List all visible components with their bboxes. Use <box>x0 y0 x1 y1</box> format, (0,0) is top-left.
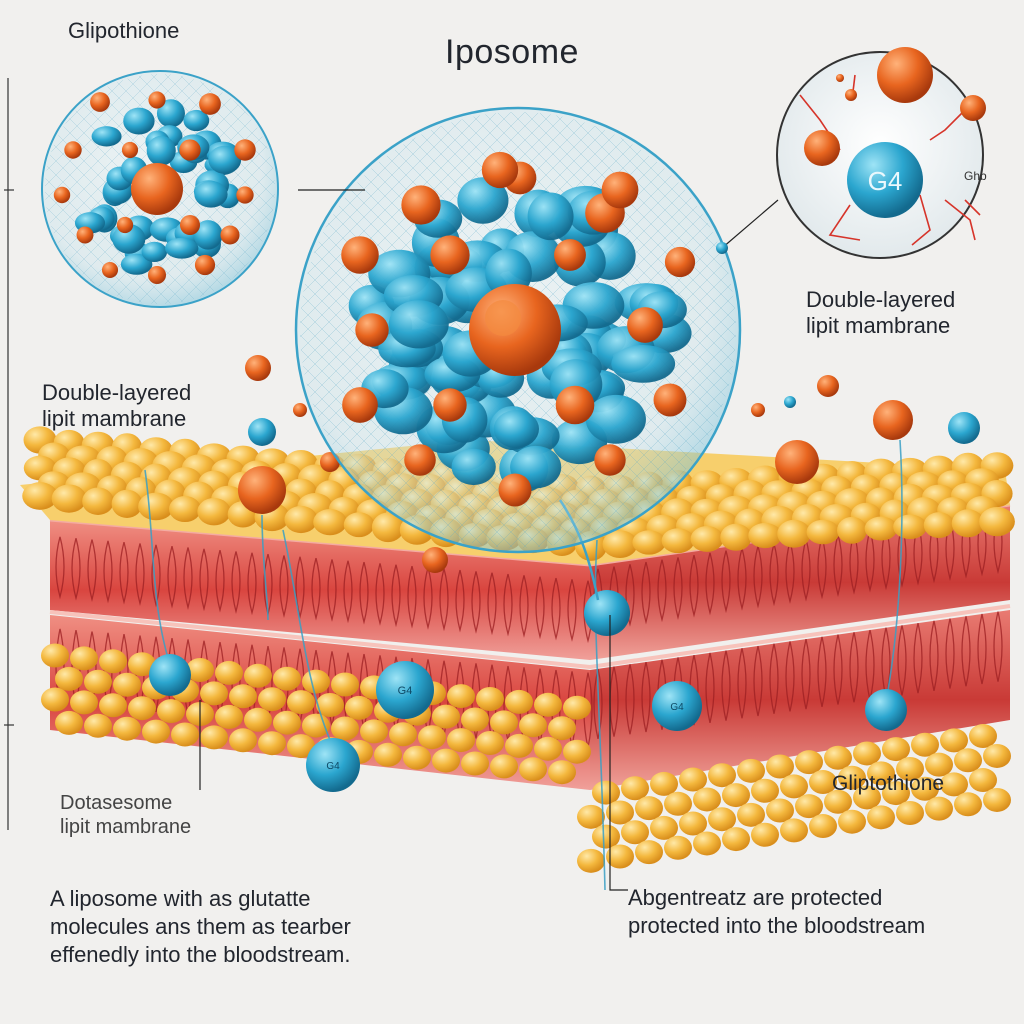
label-membrane-left: Double-layered lipit mambrane <box>42 380 192 431</box>
liposome-large <box>294 106 742 601</box>
left-margin-bracket <box>4 78 14 830</box>
svg-text:G4: G4 <box>398 685 413 697</box>
svg-text:G4: G4 <box>326 761 340 772</box>
molecule-stems <box>144 439 903 891</box>
leader-lines <box>199 189 779 891</box>
label-glipothione: Glipothione <box>68 18 180 43</box>
label-membrane-lower-left: Dotasesome lipit mambrane <box>60 792 192 838</box>
diagram-title: Iposome <box>445 33 579 71</box>
molecule-inset: G4 Ghb <box>776 47 987 259</box>
floating-molecules <box>238 355 980 573</box>
tissue-ripples <box>55 511 1003 748</box>
glutathione-droplets: G4 G4 G4 <box>149 590 907 792</box>
label-gliptothione: Gliptothione <box>832 772 945 795</box>
liposome-small <box>41 70 279 308</box>
inset-center-label: G4 <box>868 166 903 196</box>
caption-right: Abgentreatz are protected protected into… <box>628 885 926 939</box>
svg-text:G4: G4 <box>670 702 684 713</box>
label-membrane-right: Double-layered lipit mambrane <box>806 287 956 338</box>
inset-side-tag: Ghb <box>964 169 987 183</box>
lipid-bottom-layer <box>41 643 1011 873</box>
caption-left: A liposome with as glutatte molecules an… <box>50 886 351 968</box>
